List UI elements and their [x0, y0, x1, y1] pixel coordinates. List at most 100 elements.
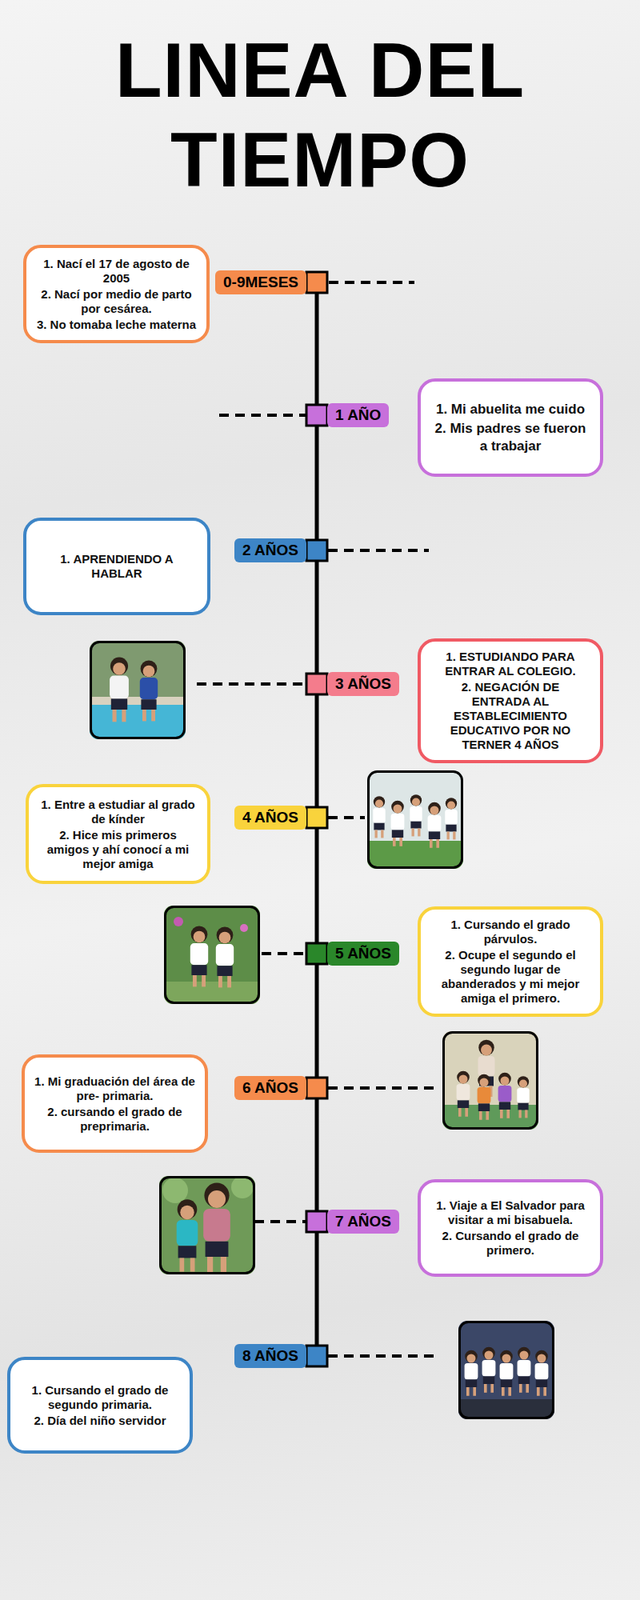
- title: LINEA DEL TIEMPO: [48, 25, 592, 205]
- timeline-marker: [306, 807, 328, 828]
- photo-person: [428, 802, 442, 848]
- event-box: 1. Cursando el grado párvulos.2. Ocupe e…: [417, 906, 604, 1017]
- photo-bg: [442, 1031, 539, 1130]
- photo-bg: [458, 1320, 555, 1420]
- event-box: 1. Viaje a El Salvador para visitar a mi…: [417, 1179, 604, 1277]
- photo-scene: [89, 640, 186, 740]
- age-tag: 6 AÑOS: [234, 1076, 307, 1100]
- dashed-leader: [328, 1354, 437, 1358]
- photo-frame: [91, 642, 185, 739]
- event-item: 2. Nací por medio de parto por cesárea.: [36, 287, 197, 316]
- photo-scene: [367, 770, 464, 869]
- photo: [458, 1320, 555, 1420]
- photo-person: [109, 657, 129, 723]
- photo-person: [176, 1199, 199, 1272]
- event-item: 1. Viaje a El Salvador para visitar a mi…: [430, 1198, 591, 1228]
- photo-scene: [442, 1031, 539, 1130]
- event-box: 1. APRENDIENDO A HABLAR: [23, 517, 211, 616]
- event-item: 1. Mi graduación del área de pre- primar…: [34, 1074, 196, 1104]
- age-tag: 4 AÑOS: [234, 805, 307, 830]
- event-item: 1. ESTUDIANDO PARA ENTRAR AL COLEGIO.: [430, 649, 591, 679]
- event-item: 3. No tomaba leche materna: [36, 317, 197, 332]
- event-item: 2. Mis padres se fueron a trabajar: [430, 420, 591, 456]
- age-label: 3 AÑOS: [335, 675, 392, 692]
- photo-frame: [368, 772, 463, 868]
- event-item: 2. Cursando el grado de primero.: [430, 1228, 591, 1258]
- photo: [89, 640, 186, 740]
- photo-flower: [240, 924, 248, 932]
- dashed-leader: [254, 1220, 306, 1224]
- photo-person: [140, 660, 158, 721]
- age-tag: 7 AÑOS: [327, 1209, 400, 1234]
- event-item: 2. Ocupe el segundo el segundo lugar de …: [430, 948, 591, 1006]
- photo: [159, 1176, 256, 1275]
- photo-bg: [164, 905, 260, 1004]
- age-tag: 8 AÑOS: [234, 1344, 307, 1368]
- timeline-marker: [306, 1211, 328, 1232]
- photo-person: [516, 1076, 529, 1118]
- timeline-marker: [306, 943, 328, 964]
- photo-edge: [89, 696, 186, 705]
- timeline-marker: [306, 1077, 328, 1099]
- photo-frame: [444, 1032, 538, 1129]
- photo-person: [216, 926, 234, 988]
- photo-person: [477, 1074, 492, 1120]
- photo-person: [409, 794, 422, 836]
- age-label: 8 AÑOS: [242, 1347, 299, 1364]
- timeline-markers: [306, 272, 328, 1367]
- event-item: 1. Cursando el grado párvulos.: [430, 917, 591, 947]
- photo-person: [456, 1071, 471, 1117]
- timeline-marker: [306, 540, 328, 561]
- photo-bg: [159, 1176, 256, 1275]
- dashed-leader: [328, 816, 365, 820]
- photo-scene: [164, 905, 260, 1004]
- photo-person: [444, 797, 457, 840]
- dashed-leader: [328, 548, 429, 552]
- photo-frame: [160, 1177, 255, 1274]
- age-label: 2 AÑOS: [242, 541, 299, 559]
- event-box: 1. Mi abuelita me cuido2. Mis padres se …: [417, 378, 604, 477]
- photo-ground: [164, 981, 260, 1004]
- event-item: 1. Mi abuelita me cuido: [430, 400, 591, 419]
- age-label: 6 AÑOS: [242, 1079, 299, 1096]
- age-tag: 1 AÑO: [327, 403, 389, 428]
- photo: [442, 1031, 539, 1130]
- age-label: 7 AÑOS: [335, 1212, 392, 1230]
- photo-bg: [89, 640, 186, 740]
- photo-person: [190, 925, 208, 987]
- photo-bg: [367, 770, 464, 869]
- age-tag: 3 AÑOS: [327, 672, 400, 696]
- dashed-leader: [261, 952, 306, 956]
- event-item: 1. Nací el 17 de agosto de 2005: [36, 256, 197, 286]
- age-label: 0-9MESES: [223, 273, 299, 291]
- event-box: 1. Entre a estudiar al grado de kínder2.…: [25, 784, 211, 884]
- photo: [367, 770, 464, 869]
- photo-flower: [173, 916, 184, 927]
- timeline-marker: [306, 404, 328, 426]
- photo-person: [203, 1183, 231, 1275]
- photo: [164, 905, 260, 1004]
- photo-frame: [460, 1322, 554, 1419]
- age-tag: 0-9MESES: [215, 270, 307, 295]
- event-item: 1. APRENDIENDO A HABLAR: [36, 552, 198, 581]
- photo-person: [391, 800, 405, 847]
- photo-scene: [159, 1176, 256, 1275]
- dashed-leader: [328, 1086, 437, 1090]
- event-box: 1. Nací el 17 de agosto de 20052. Nací p…: [23, 244, 210, 344]
- photo-floor: [458, 1399, 555, 1420]
- age-tag: 2 AÑOS: [234, 538, 307, 563]
- event-box: 1. Cursando el grado de segundo primaria…: [7, 1356, 193, 1454]
- photo-scene: [458, 1320, 555, 1420]
- photo-frame: [165, 907, 260, 1004]
- timeline-marker: [306, 673, 328, 695]
- event-item: 2. NEGACIÓN DE ENTRADA AL ESTABLECIMIENT…: [430, 680, 591, 752]
- photo-water: [89, 703, 186, 740]
- age-label: 5 AÑOS: [335, 944, 392, 962]
- age-label: 1 AÑO: [335, 406, 381, 424]
- dashed-leader: [219, 413, 306, 417]
- photo-ground: [367, 840, 464, 869]
- event-item: 1. Entre a estudiar al grado de kínder: [38, 797, 198, 827]
- event-box: 1. Mi graduación del área de pre- primar…: [21, 1054, 208, 1153]
- photo-person: [500, 1350, 514, 1396]
